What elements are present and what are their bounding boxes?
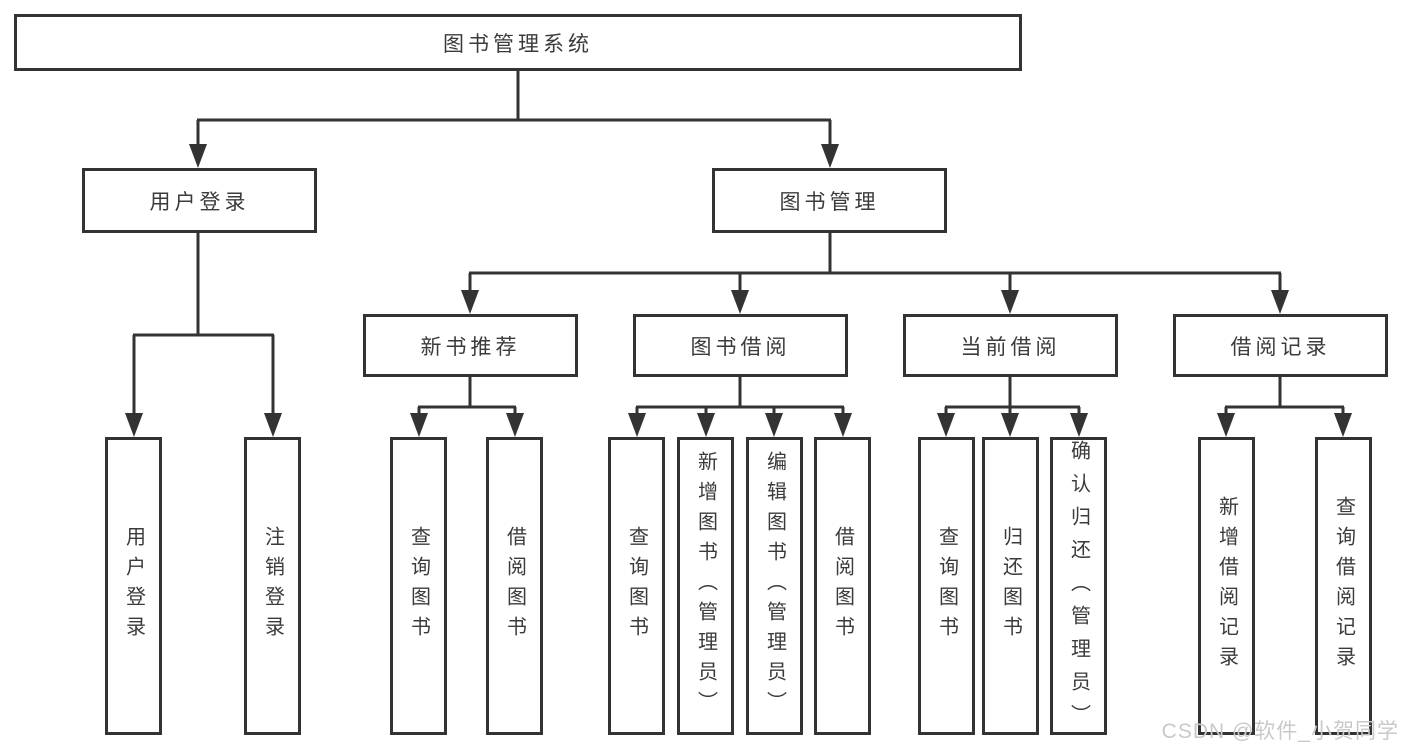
- arrowheads-new-book: [410, 413, 524, 437]
- connector-user-login-to-leaves: [132, 233, 275, 415]
- node-borrow-records: 借阅记录: [1173, 314, 1388, 377]
- connector-borrow-records-to-leaves: [1224, 377, 1345, 415]
- node-leaf-add-book-admin: 新增图书（管理员）: [677, 437, 734, 735]
- arrowheads-user-login: [125, 413, 282, 437]
- connector-book-mgmt-to-modules: [468, 233, 1282, 292]
- node-leaf-return-book: 归还图书: [982, 437, 1039, 735]
- node-book-management: 图书管理: [712, 168, 947, 233]
- node-current-borrow: 当前借阅: [903, 314, 1118, 377]
- node-leaf-borrow-books-recommend: 借阅图书: [486, 437, 543, 735]
- arrowheads-book-mgmt: [461, 290, 1289, 314]
- node-leaf-borrow-books: 借阅图书: [814, 437, 871, 735]
- connector-root-to-level1: [196, 71, 832, 146]
- arrowheads-root-to-level1: [189, 144, 839, 168]
- node-leaf-query-books-current: 查询图书: [918, 437, 975, 735]
- arrowheads-current-borrow: [937, 413, 1088, 437]
- node-leaf-edit-book-admin: 编辑图书（管理员）: [746, 437, 803, 735]
- arrowheads-borrow-records: [1217, 413, 1352, 437]
- node-user-login: 用户登录: [82, 168, 317, 233]
- arrowheads-book-borrow: [628, 413, 852, 437]
- connector-book-borrow-to-leaves: [635, 377, 845, 415]
- node-leaf-add-borrow-record: 新增借阅记录: [1198, 437, 1255, 735]
- node-leaf-query-books-borrow: 查询图书: [608, 437, 665, 735]
- connector-current-borrow-to-leaves: [944, 377, 1081, 415]
- node-leaf-confirm-return-admin: 确认归还（管理员）: [1050, 437, 1107, 737]
- node-book-borrow: 图书借阅: [633, 314, 848, 377]
- node-leaf-query-borrow-record: 查询借阅记录: [1315, 437, 1372, 735]
- connector-new-book-to-leaves: [417, 377, 517, 415]
- node-leaf-logout: 注销登录: [244, 437, 301, 735]
- node-leaf-query-books-recommend: 查询图书: [390, 437, 447, 735]
- node-leaf-user-login: 用户登录: [105, 437, 162, 735]
- node-new-book-recommend: 新书推荐: [363, 314, 578, 377]
- watermark: CSDN @软件_小贺同学: [1161, 720, 1399, 743]
- node-library-system: 图书管理系统: [14, 14, 1022, 71]
